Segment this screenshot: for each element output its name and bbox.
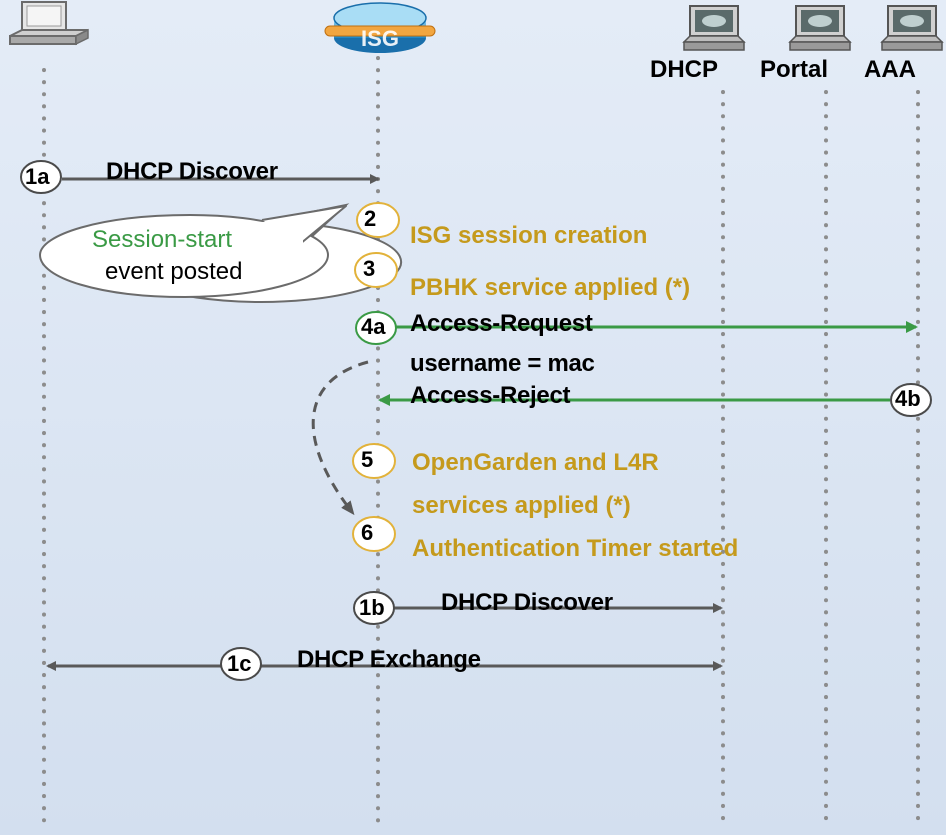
- step-1c-circle: [220, 647, 262, 681]
- portal-server-icon: [788, 5, 852, 51]
- step-6-number: 6: [361, 520, 374, 545]
- step-3-number: 3: [363, 256, 376, 281]
- event-2-label: ISG session creation: [410, 222, 648, 249]
- message-4b-label: Access-Reject: [410, 382, 571, 409]
- message-1c-label: DHCP Exchange: [297, 646, 481, 673]
- step-6-circle: [352, 516, 396, 552]
- client-pc-icon: [9, 1, 89, 46]
- step-5-circle: [352, 443, 396, 479]
- aaa-server-icon: [880, 5, 944, 51]
- isg-router-label: ISG: [361, 26, 399, 51]
- message-1a-label: DHCP Discover: [106, 158, 278, 185]
- step-1c-number: 1c: [227, 651, 252, 676]
- callout-line2: event posted: [105, 258, 243, 285]
- step-2-circle: [356, 202, 400, 238]
- step-2-number: 2: [364, 206, 377, 231]
- step-circles-gold: [352, 202, 400, 552]
- step-4b-circle: [890, 383, 932, 417]
- event-6-label: Authentication Timer started: [412, 535, 739, 562]
- event-3-label: PBHK service applied (*): [410, 274, 691, 301]
- callout-line1: Session-start: [92, 226, 233, 253]
- message-1b-label: DHCP Discover: [441, 589, 613, 616]
- step-4b-number: 4b: [895, 386, 921, 411]
- step-1a-number: 1a: [25, 164, 50, 189]
- aaa-server-label: AAA: [864, 56, 916, 83]
- event-5-label-line1: OpenGarden and L4R: [412, 449, 659, 476]
- step-4a-number: 4a: [361, 314, 386, 339]
- dhcp-server-label: DHCP: [650, 56, 719, 83]
- step-5-number: 5: [361, 447, 374, 472]
- step-1a-circle: [20, 160, 62, 194]
- event-5-label-line2: services applied (*): [412, 492, 631, 519]
- portal-server-label: Portal: [760, 56, 829, 83]
- isg-router-icon: ISG: [324, 2, 436, 53]
- step-1b-circle: [353, 591, 395, 625]
- message-4a-label-line2: username = mac: [410, 350, 595, 377]
- step-4a-circle: [355, 311, 397, 345]
- step-3-circle: [354, 252, 398, 288]
- step-1b-number: 1b: [359, 595, 385, 620]
- callout-bubble-tail: [261, 205, 347, 245]
- dashed-loop-arrow: [311, 360, 369, 516]
- dhcp-server-icon: [682, 5, 746, 51]
- message-4a-label-line1: Access-Request: [410, 310, 593, 337]
- step-circles: [20, 160, 932, 681]
